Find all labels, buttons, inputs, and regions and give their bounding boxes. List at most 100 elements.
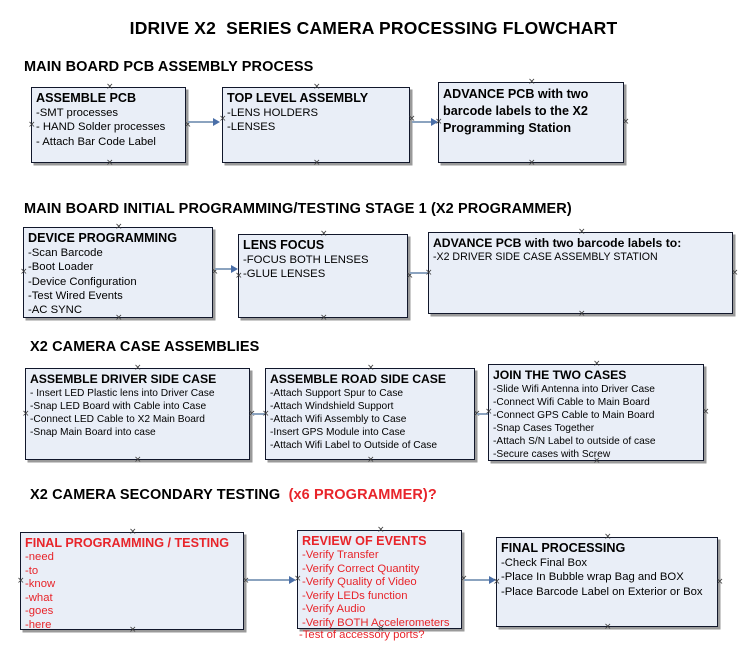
resize-handle-left[interactable] <box>219 116 226 123</box>
flow-box-line: -Snap Cases Together <box>493 423 595 434</box>
flow-box-line: - Attach Bar Code Label <box>36 135 156 148</box>
resize-handle-right[interactable] <box>248 411 255 418</box>
resize-handle-top[interactable] <box>367 365 374 372</box>
flow-box-final-programming-testing[interactable]: FINAL PROGRAMMING / TESTING -need -to -k… <box>17 529 244 631</box>
flow-box-line: -know <box>25 578 56 591</box>
resize-handle-top[interactable] <box>528 79 535 86</box>
flow-box-line: -Attach Wifi Assembly to Case <box>270 414 407 425</box>
resize-handle-left[interactable] <box>22 411 29 418</box>
flow-box-line: -Connect GPS Cable to Main Board <box>493 410 655 421</box>
resize-handle-top[interactable] <box>129 529 136 536</box>
flow-box-line: -Verify LEDs function <box>302 589 408 602</box>
flow-box-line: -to <box>25 564 39 577</box>
resize-handle-left[interactable] <box>294 576 301 583</box>
resize-handle-left[interactable] <box>17 578 24 585</box>
resize-handle-bottom[interactable] <box>313 160 320 167</box>
flow-box-line: -Insert GPS Module into Case <box>270 427 406 438</box>
flow-box-line: -Attach Support Spur to Case <box>270 388 404 399</box>
flow-box-title: ASSEMBLE DRIVER SIDE CASE <box>30 372 217 386</box>
resize-handle-bottom[interactable] <box>367 457 374 464</box>
resize-handle-right[interactable] <box>406 273 413 280</box>
flow-box-advance-pcb-driver-side-case[interactable]: ADVANCE PCB with two barcode labels to: … <box>428 232 733 314</box>
flow-box-title: ASSEMBLE ROAD SIDE CASE <box>270 372 447 386</box>
resize-handle-bottom[interactable] <box>377 626 384 633</box>
resize-handle-top[interactable] <box>320 231 327 238</box>
resize-handle-top[interactable] <box>578 229 585 236</box>
flow-box-join-the-two-cases[interactable]: JOIN THE TWO CASES -Slide Wifi Antenna i… <box>488 364 704 461</box>
flow-box-assemble-driver-side-case[interactable]: ASSEMBLE DRIVER SIDE CASE - Insert LED P… <box>25 368 250 460</box>
flow-box-assemble-road-side-case[interactable]: ASSEMBLE ROAD SIDE CASE -Attach Support … <box>265 368 475 460</box>
flow-box-title: TOP LEVEL ASSEMBLY <box>227 91 369 105</box>
flow-box-title: LENS FOCUS <box>243 238 325 252</box>
flow-box-final-processing[interactable]: FINAL PROCESSING -Check Final Box -Place… <box>496 537 718 627</box>
resize-handle-top[interactable] <box>313 84 320 91</box>
flow-box-line: -Verify Quality of Video <box>302 576 417 589</box>
flow-box-line: -Connect Wifi Cable to Main Board <box>493 397 650 408</box>
resize-handle-right[interactable] <box>408 116 415 123</box>
resize-handle-right[interactable] <box>716 579 723 586</box>
flow-box-top-level-assembly[interactable]: TOP LEVEL ASSEMBLY -LENS HOLDERS -LENSES <box>222 87 410 163</box>
resize-handle-bottom[interactable] <box>115 315 122 322</box>
flow-box-line: -Verify BOTH Accelerometers <box>302 616 450 629</box>
flow-box-review-of-events[interactable]: REVIEW OF EVENTS -Verify Transfer -Verif… <box>294 527 462 641</box>
section-heading-text: X2 CAMERA CASE ASSEMBLIES <box>30 339 260 355</box>
flow-box-line: -FOCUS BOTH LENSES <box>243 254 369 266</box>
resize-handle-top[interactable] <box>593 361 600 368</box>
flow-box-line: -Secure cases with Screw <box>493 449 611 460</box>
resize-handle-top[interactable] <box>134 365 141 372</box>
flow-box-line: -Connect LED Cable to X2 Main Board <box>30 414 205 425</box>
resize-handle-bottom[interactable] <box>604 624 611 631</box>
resize-handle-left[interactable] <box>485 409 492 416</box>
flow-box-line: -Attach Windshield Support <box>270 401 394 412</box>
resize-handle-right[interactable] <box>460 576 467 583</box>
resize-handle-left[interactable] <box>235 273 242 280</box>
resize-handle-right[interactable] <box>731 270 738 277</box>
resize-handle-bottom[interactable] <box>106 160 113 167</box>
flow-box-line: -Verify Transfer <box>302 549 379 561</box>
resize-handle-left[interactable] <box>262 411 269 418</box>
resize-handle-left[interactable] <box>493 579 500 586</box>
flow-box-line: -Attach S/N Label to outside of case <box>493 436 656 447</box>
resize-handle-top[interactable] <box>106 84 113 91</box>
resize-handle-right[interactable] <box>473 411 480 418</box>
resize-handle-bottom[interactable] <box>134 457 141 464</box>
flow-box-line: -Snap Main Board into case <box>30 427 156 438</box>
resize-handle-top[interactable] <box>377 527 384 534</box>
resize-handle-left[interactable] <box>28 122 35 129</box>
resize-handle-bottom[interactable] <box>593 458 600 465</box>
resize-handle-bottom[interactable] <box>129 627 136 634</box>
resize-handle-right[interactable] <box>242 578 249 585</box>
section-heading-text: X2 CAMERA SECONDARY TESTING <box>30 487 281 503</box>
flow-box-line: -SMT processes <box>36 107 119 119</box>
flow-box-line: -what <box>25 591 53 604</box>
connector-final-programming-to-review-of-events <box>247 575 297 585</box>
resize-handle-left[interactable] <box>20 269 27 276</box>
resize-handle-right[interactable] <box>211 269 218 276</box>
flow-box-line: - HAND Solder processes <box>36 121 166 134</box>
flow-box-advance-pcb-programming-station[interactable]: ADVANCE PCB with two barcode labels to t… <box>438 82 624 163</box>
flow-box-line: -Device Configuration <box>28 275 137 288</box>
resize-handle-left[interactable] <box>425 270 432 277</box>
flow-box-assemble-pcb[interactable]: ASSEMBLE PCB -SMT processes - HAND Solde… <box>31 87 186 163</box>
resize-handle-top[interactable] <box>115 224 122 231</box>
flow-box-line: -AC SYNC <box>28 304 82 317</box>
resize-handle-bottom[interactable] <box>320 315 327 322</box>
section-heading-text: MAIN BOARD INITIAL PROGRAMMING/TESTING S… <box>24 201 572 217</box>
resize-handle-right[interactable] <box>184 122 191 129</box>
resize-handle-right[interactable] <box>702 409 709 416</box>
resize-handle-bottom[interactable] <box>528 160 535 167</box>
flow-box-lens-focus[interactable]: LENS FOCUS -FOCUS BOTH LENSES -GLUE LENS… <box>238 234 408 318</box>
section-heading-annotation: (x6 PROGRAMMER)? <box>288 487 437 503</box>
flow-box-line: -Scan Barcode <box>28 247 103 259</box>
flow-box-overflow-line: -Test of accessory ports? <box>299 629 425 641</box>
section-heading-text: MAIN BOARD PCB ASSEMBLY PROCESS <box>24 59 314 75</box>
flow-box-device-programming[interactable]: DEVICE PROGRAMMING -Scan Barcode -Boot L… <box>23 227 213 318</box>
flow-box-line: -Check Final Box <box>501 557 588 569</box>
resize-handle-left[interactable] <box>435 119 442 126</box>
resize-handle-right[interactable] <box>622 119 629 126</box>
resize-handle-top[interactable] <box>604 534 611 541</box>
resize-handle-bottom[interactable] <box>578 311 585 318</box>
flow-box-line: -Place Barcode Label on Exterior or Box <box>501 585 703 598</box>
flow-box-title: FINAL PROGRAMMING / TESTING <box>25 536 230 550</box>
